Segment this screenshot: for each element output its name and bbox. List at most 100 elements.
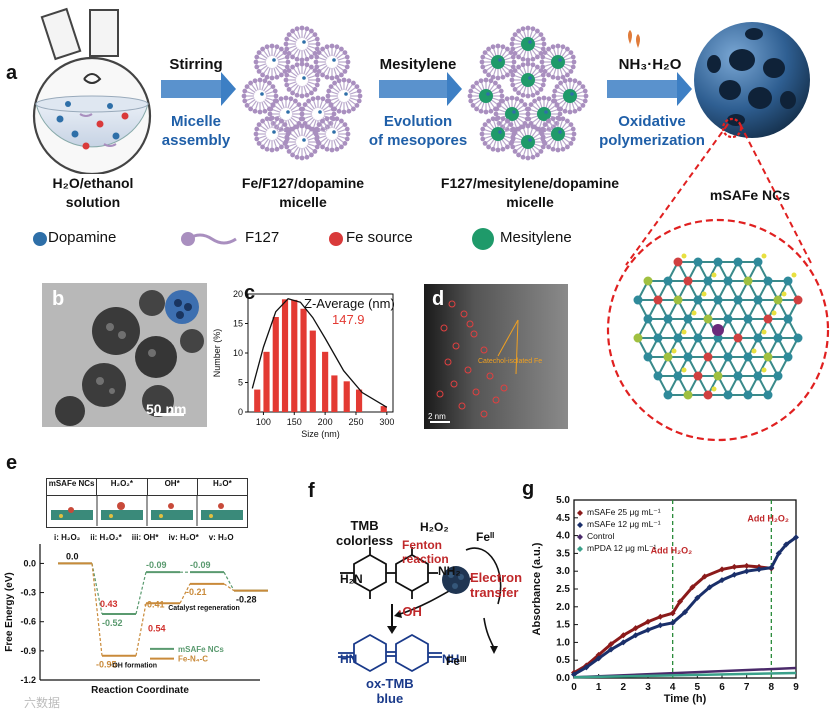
chart-c-ytick-label: 0 xyxy=(238,407,243,417)
amine-left: H₂N xyxy=(340,572,363,586)
tmb-oxidation-scheme xyxy=(338,547,502,673)
h2o2-label: H₂O₂ xyxy=(420,520,449,534)
chart-c-xlabel: Size (nm) xyxy=(301,429,340,439)
chart-c-xtick-label: 200 xyxy=(318,417,333,427)
imine-right: NH xyxy=(442,652,460,666)
chart-g-xtick-label: 1 xyxy=(596,682,602,693)
chart-g-marker xyxy=(571,671,577,678)
chart-g-ytick-label: 0.0 xyxy=(556,673,570,684)
chart-e-connector xyxy=(179,583,191,604)
chart-c-bar xyxy=(343,381,350,412)
chart-g-marker xyxy=(608,641,614,648)
chart-c-bar xyxy=(322,351,329,412)
chart-g-series-line xyxy=(573,671,797,679)
chart-g-marker xyxy=(768,564,775,571)
flask-illustration xyxy=(32,7,152,174)
chart-g-marker xyxy=(701,573,708,580)
chart-g-marker xyxy=(793,534,799,541)
chart-e-legend-green: mSAFe NCs xyxy=(178,645,224,654)
chart-g-ytick-label: 2.5 xyxy=(556,584,570,595)
chart-c-bar xyxy=(254,389,261,412)
step1-top: Stirring xyxy=(169,56,223,73)
panel-e-label: e xyxy=(6,452,18,474)
chart-g-marker xyxy=(632,625,639,632)
chart-g-legend-marker xyxy=(577,534,583,540)
legend-mesitylene: Mesitylene xyxy=(500,229,572,246)
watermark: 六数据 xyxy=(24,696,61,710)
chart-c-fit-line xyxy=(251,297,388,408)
chart-c-bar xyxy=(331,375,338,412)
chart-c-ytick-label: 15 xyxy=(233,319,243,329)
chart-g-marker xyxy=(731,563,738,570)
chart-g-legend-marker xyxy=(577,546,583,552)
chart-e-orange-label: -0.41 xyxy=(144,599,165,609)
chart-g-marker xyxy=(706,584,713,591)
chart-c-bar xyxy=(300,308,307,412)
chart-g-marker xyxy=(645,618,651,625)
chart-g-add1: Add H₂O₂ xyxy=(651,545,692,555)
chart-e-ytick-label: -0.3 xyxy=(20,588,36,598)
chart-g-ytick-label: 0.5 xyxy=(556,655,570,666)
chart-c-bar xyxy=(380,406,387,412)
chart-e-ytick-label: -0.6 xyxy=(20,617,36,627)
chart-g-marker xyxy=(657,622,664,629)
chart-g-marker xyxy=(719,566,725,573)
chart-e-green-label: -0.28 xyxy=(236,595,257,605)
legend-fe-source: Fe source xyxy=(346,229,413,246)
fe-single-atom xyxy=(712,324,724,336)
chart-e-oh-note: ·OH formation xyxy=(110,662,157,669)
chart-g-xtick-label: 6 xyxy=(719,682,725,693)
chart-g-ytick-label: 2.0 xyxy=(556,602,570,613)
chart-c-xtick-label: 250 xyxy=(348,417,363,427)
chart-g-marker xyxy=(620,639,627,646)
chart-g-marker xyxy=(645,626,651,633)
chart-e-connector xyxy=(223,571,235,591)
chart-e-green-label: -0.09 xyxy=(146,560,167,570)
chart-g-marker xyxy=(775,550,782,557)
flask-particles xyxy=(56,101,129,150)
chart-g-legend-label: mSAFe 12 μg mL⁻¹ xyxy=(587,519,661,529)
micelle-cluster-1 xyxy=(241,25,363,161)
chart-g-marker xyxy=(731,571,738,578)
chart-e-ytick-label: -1.2 xyxy=(20,675,36,685)
chart-g-marker xyxy=(595,651,602,658)
chart-e-ylabel: Free Energy (eV) xyxy=(4,572,15,651)
chart-g-xtick-label: 8 xyxy=(769,682,775,693)
chart-g-xtick-label: 4 xyxy=(670,682,676,693)
chart-g-marker xyxy=(620,632,627,639)
step3-top: NH₃·H₂O xyxy=(618,56,682,73)
amine-right: NH₂ xyxy=(438,564,461,578)
panel-e-header: mSAFe NCs H₂O₂* OH* H₂O* xyxy=(46,478,248,528)
chart-g-legend-marker xyxy=(577,510,583,516)
chart-c-bar xyxy=(263,351,270,412)
chart-e-connector xyxy=(223,583,235,592)
chart-g-ylabel: Absorbance (a.u.) xyxy=(531,542,543,635)
chart-e-connector xyxy=(135,572,147,615)
chart-g-xtick-label: 2 xyxy=(621,682,627,693)
fe2-label: Feᴵᴵ xyxy=(476,530,495,544)
chart-g-marker xyxy=(783,541,790,548)
chart-g-ytick-label: 3.0 xyxy=(556,566,570,577)
chart-g-ytick-label: 5.0 xyxy=(556,495,570,506)
zoom-callout xyxy=(606,123,830,442)
chart-g-marker xyxy=(682,609,688,616)
chart-g-add2: Add H₂O₂ xyxy=(747,513,789,523)
chart-g-ytick-label: 4.0 xyxy=(556,531,570,542)
chart-g-marker xyxy=(608,646,614,653)
legend-dopamine: Dopamine xyxy=(48,229,117,246)
chart-g-marker xyxy=(669,610,676,617)
panel-d-annotation: Catechol-isolated Fe xyxy=(478,358,543,365)
zaverage-value: 147.9 xyxy=(332,312,365,327)
step2-top: Mesitylene xyxy=(379,56,457,73)
chart-g-xtick-label: 7 xyxy=(744,682,750,693)
chart-g-legend-label: mPDA 12 μg mL⁻¹ xyxy=(587,543,657,553)
tem-image-b xyxy=(42,283,207,427)
chart-g-marker xyxy=(632,632,639,639)
panel-g-label: g xyxy=(522,478,535,500)
